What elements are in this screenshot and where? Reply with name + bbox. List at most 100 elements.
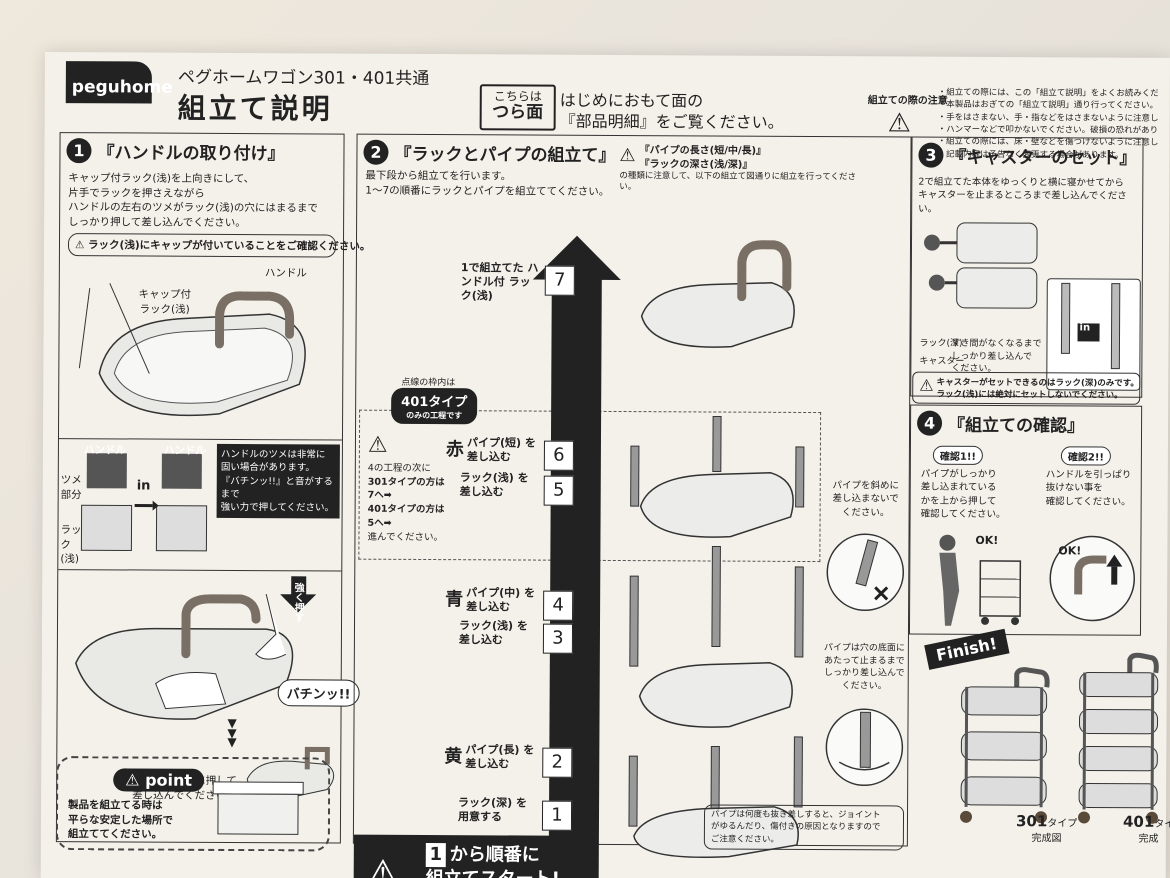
point-label: point [145, 770, 193, 790]
caster-warning: ⚠ キャスターがセットできるのはラック(深)のみです。 ラック(浅)には絶対にセ… [912, 371, 1141, 405]
step4-title: 『組立ての確認』 [948, 415, 1085, 437]
label-301-sub: 完成図 [1031, 832, 1062, 844]
note-line: 『バチンッ!!』と音がするまで [220, 475, 333, 500]
step-number: 3 [918, 142, 944, 168]
intro-text: はじめにおもて面の 『部品明細』をご覧ください。 [560, 91, 784, 134]
label-401-type: タイ [1154, 818, 1170, 830]
handle-pull-detail [1049, 535, 1136, 622]
route-line: 5へ➡ [367, 517, 392, 529]
note-line: ください。 [841, 506, 890, 519]
in-label: in [1079, 322, 1091, 334]
note-line: すき間がなくなるまで [951, 338, 1042, 350]
step2-panel: 2 『ラックとパイプの組立て』 最下段から組立てを行います。 1〜7の順番にラッ… [352, 133, 912, 878]
step2-intro: 最下段から組立てを行います。 1〜7の順番にラックとパイプを組立ててください。 [365, 169, 609, 200]
note-line: 差し込まれている [920, 481, 997, 494]
step1-warning: ⚠ ラック(浅)にキャップが付いていることをご確認ください。 [67, 233, 370, 258]
side-tag: こちらは つら面 [479, 84, 556, 131]
label-301-type: タイプ [1047, 818, 1078, 830]
step3-title: 『キャスターのセット』 [949, 147, 1137, 169]
warning-icon: ⚠ [887, 108, 912, 139]
step2-title: 『ラックとパイプの組立て』 [394, 144, 616, 166]
caster-detail: in [1046, 278, 1141, 391]
tsume-insert-illustration [80, 453, 208, 552]
step-label-text: パイプ(短) を差し込む [466, 436, 536, 464]
step1-warning-text: ラック(浅)にキャップが付いていることをご確認ください。 [88, 239, 371, 253]
assembly-steps [358, 135, 911, 138]
diagonal-note: パイプを斜めに 差し込まないで ください。 [821, 479, 911, 519]
step-label-text: ラック(浅) を差し込む [458, 619, 528, 647]
note-line: 組立ててください。 [67, 828, 163, 841]
step-label-3: ラック(浅) を差し込む [459, 619, 537, 647]
step2-heading: 2 『ラックとパイプの組立て』 [363, 139, 616, 166]
caster-illustration [924, 222, 1038, 309]
step4-heading: 4 『組立ての確認』 [917, 410, 1085, 437]
step-label-text: ラック(浅) を差し込む [459, 471, 529, 499]
point-text: 製品を組立てる時は 平らな安定した場所で 組立ててください。 [68, 798, 173, 843]
step-box-6: 6 [543, 440, 574, 471]
step-number: 4 [917, 410, 943, 436]
label-401: 401 [1122, 812, 1155, 831]
caution-item: ・本製品はおぎての「組立て説明」通り行ってください。 [937, 99, 1158, 112]
exploded-assembly-illustration [628, 240, 805, 859]
text-line: 2で組立てた本体をゆっくりと横に寝かせてから [918, 176, 1124, 189]
route-line: 401タイプの方は [367, 503, 445, 516]
step-label-6: 赤パイプ(短) を差し込む [446, 436, 545, 464]
warning-line: ラック(浅)には絶対にセットしないでください。 [936, 389, 1123, 401]
label-401-complete: 401タイ 完成 [1123, 813, 1170, 846]
in-label: in [136, 478, 151, 494]
step-label-2: 黄パイプ(長) を差し込む [444, 743, 543, 771]
note-line: 確認してください。 [1045, 495, 1131, 508]
intro-line: 『部品明細』をご覧ください。 [559, 111, 784, 132]
up-arrow-shaft [548, 275, 602, 878]
step-box-7: 7 [544, 265, 575, 296]
instruction-sheet: peguhome ペグホームワゴン301・401共通 組立て説明 こちらは つら… [40, 52, 1170, 878]
note-line: かを上から押して [920, 495, 997, 507]
note-line: 強い力で押してください。 [220, 502, 335, 514]
tag401-label: 401タイプ [401, 394, 468, 411]
text-line: キャップ付ラック(浅)を上向きにして、 [68, 172, 255, 186]
hole-insert-detail [825, 708, 904, 787]
pipe-reinsert-note: パイプは何度も抜き差しすると、ジョイント がゆるんだり、傷付きの原因となりますの… [703, 804, 905, 851]
side-tag-top: こちらは [493, 89, 542, 104]
down-arrows-icon: ▼▼▼ [227, 715, 237, 750]
text-line: 1〜7の順番にラックとパイプを組立ててください。 [365, 184, 610, 198]
label-handle-2: ハンドル [83, 444, 126, 457]
route-line: 進んでください。 [367, 531, 444, 543]
tag401-badge: 401タイプ のみの工程です [391, 387, 478, 425]
check1-badge: 確認1!! [932, 445, 984, 465]
note-line: 製品を組立てる時は [68, 799, 163, 812]
finish-badge: Finish! [924, 628, 1010, 670]
note-line: ハンドルを引っぱり [1045, 469, 1132, 481]
step-box-3: 3 [542, 623, 574, 654]
check2-badge: 確認2!! [1060, 446, 1112, 466]
warning-line: 『ラックの深さ(浅/深)』 [639, 158, 753, 171]
warning-icon: ⚠ [919, 375, 934, 395]
label-301-complete: 301タイプ 完成図 [1016, 812, 1077, 845]
product-subtitle: ペグホームワゴン301・401共通 [177, 67, 430, 90]
note-line: 確認してください。 [920, 508, 1006, 520]
caution-item: ・手をはさまない、手・指などをはさまないように注意してください。 [937, 112, 1158, 124]
step1-heading: 1 『ハンドルの取り付け』 [66, 138, 285, 164]
warning-icon: ⚠ [367, 432, 388, 458]
type-route-note: ⚠ 4の工程の次に 301タイプの方は 7へ➡ 401タイプの方は 5へ➡ 進ん… [367, 430, 444, 545]
press-handle-illustration [74, 576, 317, 720]
step-box-4: 4 [543, 590, 574, 621]
tag401-sub: のみの工程です [406, 410, 463, 421]
intro-line: はじめにおもて面の [559, 90, 704, 111]
warning-icon: ⚠ [619, 145, 636, 167]
point-box: ⚠ point 製品を組立てる時は 平らな安定した場所で 組立ててください。 [55, 756, 331, 852]
gap-note: すき間がなくなるまで しっかり差し込んで ください。 [951, 338, 1041, 376]
step3-text: 2で組立てた本体をゆっくりと横に寝かせてから キャスターを止まるところまで差し込… [918, 176, 1142, 217]
note-line: がゆるんだり、傷付きの原因となりますので [710, 821, 881, 833]
sound-label: バチンッ!! [277, 679, 360, 707]
caution-item: ・ハンマーなどで叩かないでください。破損の恐れがあります。 [937, 124, 1158, 136]
ok-label-1: OK! [975, 533, 999, 547]
note-line: ください。 [841, 680, 887, 692]
note-line: ハンドルのツメは非常に [220, 448, 326, 461]
tsume-note: ハンドルのツメは非常に 固い場合があります。 『バチンッ!!』と音がするまで 強… [216, 443, 340, 520]
table-icon [212, 781, 304, 835]
ok-label-2: OK! [1058, 544, 1082, 558]
note-line: 抜けない事を [1045, 482, 1103, 494]
